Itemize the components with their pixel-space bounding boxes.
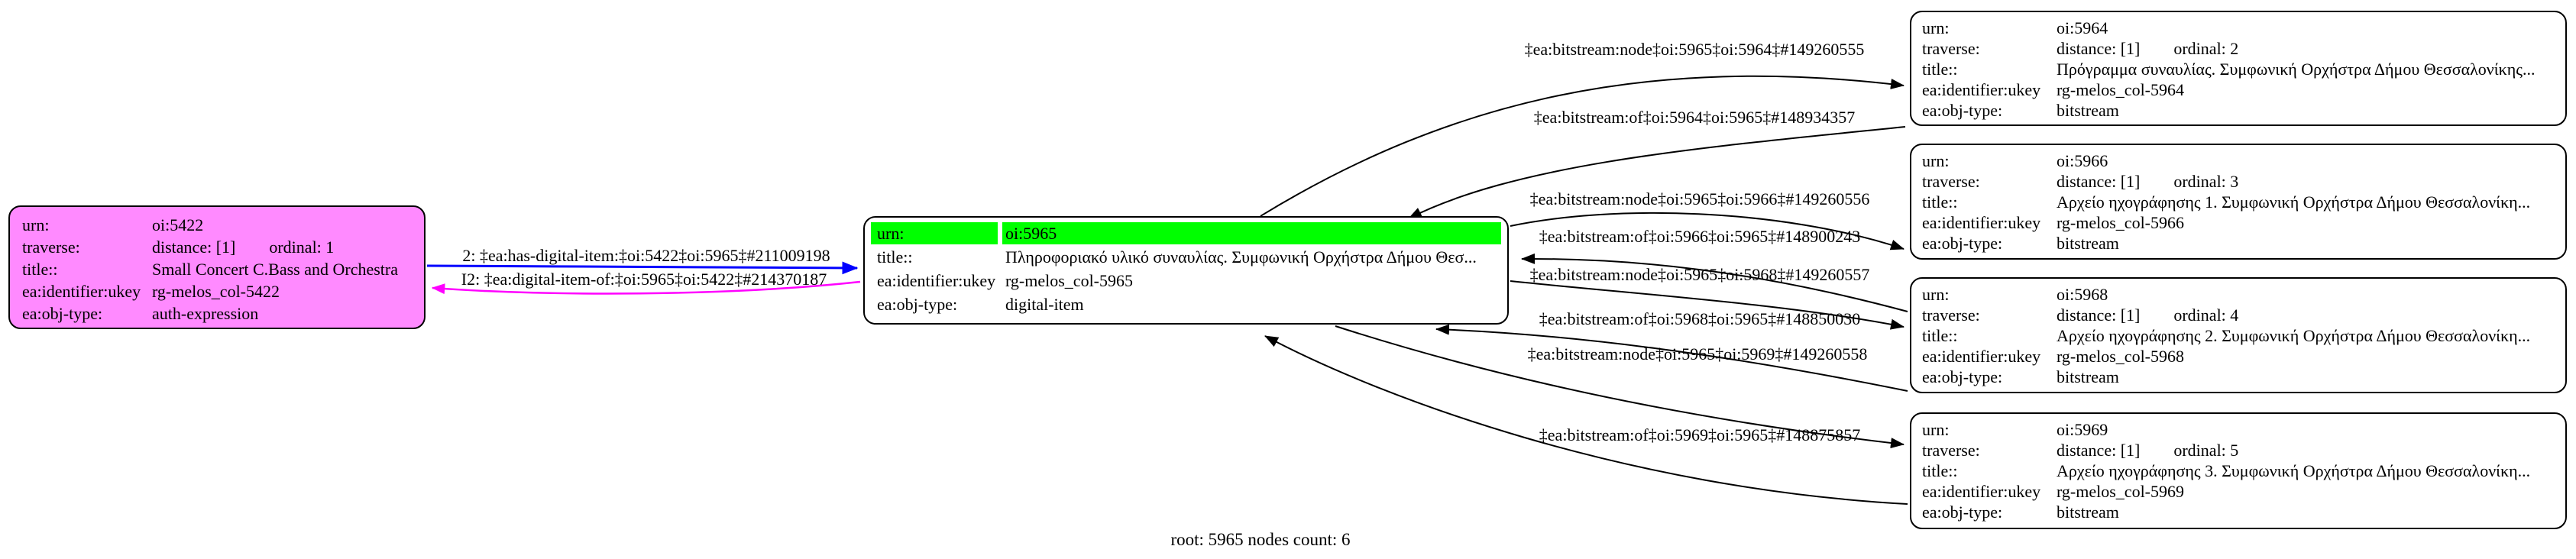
field-value: distance: [1] xyxy=(152,237,236,257)
field-value: bitstream xyxy=(2057,100,2119,120)
field-label: traverse: xyxy=(22,237,80,257)
field-value: distance: [1] xyxy=(2057,305,2141,325)
edge-bitstream-of-5964 xyxy=(1408,126,1906,219)
field-value: auth-expression xyxy=(152,303,259,323)
field-label: ea:obj-type: xyxy=(22,303,103,323)
field-value: rg-melos_col-5422 xyxy=(152,281,280,301)
field-label: ea:identifier:ukey xyxy=(1922,79,2041,99)
field-value: rg-melos_col-5966 xyxy=(2057,212,2185,232)
field-label: title:: xyxy=(1922,59,1958,79)
root-highlight-row: urn:oi:5965 xyxy=(871,221,1501,245)
field-label: urn: xyxy=(1922,419,1950,439)
edge-label-bitstream-of-5966: ‡ea:bitstream:of‡oi:5966‡oi:5965‡#148900… xyxy=(1539,227,1861,246)
edge-bitstream-of-5968 xyxy=(1435,324,1908,392)
node-oi-5969[interactable]: urn: oi:5969 traverse: distance: [1] ordina… xyxy=(1910,412,2567,529)
field-value: rg-melos_col-5965 xyxy=(1005,270,1134,290)
field-value: oi:5969 xyxy=(2057,419,2108,439)
field-label: ea:identifier:ukey xyxy=(22,281,141,301)
field-value: ordinal: 1 xyxy=(269,237,335,257)
field-label: ea:obj-type: xyxy=(1922,502,2003,522)
field-value: oi:5422 xyxy=(152,215,204,234)
edge-label-bitstream-node-5966: ‡ea:bitstream:node‡oi:5965‡oi:5966‡#1492… xyxy=(1529,189,1870,208)
field-label: title:: xyxy=(1922,460,1958,480)
field-label: title:: xyxy=(877,247,913,267)
field-value: bitstream xyxy=(2057,502,2119,522)
field-label: ea:identifier:ukey xyxy=(1922,481,2041,501)
field-value: bitstream xyxy=(2057,367,2119,386)
field-label: title:: xyxy=(22,259,58,279)
field-value: oi:5968 xyxy=(2057,284,2108,304)
field-value: ordinal: 3 xyxy=(2173,171,2239,191)
field-label: traverse: xyxy=(1922,440,1980,460)
field-label: traverse: xyxy=(1922,38,1980,58)
field-value: distance: [1] xyxy=(2057,171,2141,191)
field-label: urn: xyxy=(1922,18,1950,37)
field-value: Αρχείο ηχογράφησης 3. Συμφωνική Ορχήστρα… xyxy=(2057,460,2531,480)
edge-bitstream-node-5966 xyxy=(1510,212,1904,250)
node-oi-5964[interactable]: urn: oi:5964 traverse: distance: [1] ordina… xyxy=(1910,11,2567,126)
edge-label-bitstream-of-5964: ‡ea:bitstream:of‡oi:5964‡oi:5965‡#148934… xyxy=(1533,108,1856,127)
edge-label-has-digital-item: 2: ‡ea:has-digital-item:‡oi:5422‡oi:5965… xyxy=(462,246,830,265)
field-value: bitstream xyxy=(2057,233,2119,253)
edge-bitstream-node-5968 xyxy=(1510,280,1904,330)
field-value: distance: [1] xyxy=(2057,38,2141,58)
field-label: ea:obj-type: xyxy=(1922,367,2003,386)
field-label: traverse: xyxy=(1922,171,1980,191)
field-value: ordinal: 5 xyxy=(2173,440,2239,460)
field-label: urn: xyxy=(871,222,998,244)
field-value: rg-melos_col-5968 xyxy=(2057,346,2185,366)
field-label: ea:obj-type: xyxy=(1922,233,2003,253)
edge-label-bitstream-of-5969: ‡ea:bitstream:of‡oi:5969‡oi:5965‡#148875… xyxy=(1539,425,1861,444)
field-value: Small Concert C.Bass and Orchestra xyxy=(152,259,398,279)
field-value: oi:5966 xyxy=(2057,150,2108,170)
field-value: Αρχείο ηχογράφησης 2. Συμφωνική Ορχήστρα… xyxy=(2057,325,2531,345)
graph-caption: root: 5965 nodes count: 6 xyxy=(1170,530,1351,549)
field-value: distance: [1] xyxy=(2057,440,2141,460)
field-label: ea:identifier:ukey xyxy=(1922,346,2041,366)
field-value: oi:5964 xyxy=(2057,18,2108,37)
field-label: ea:identifier:ukey xyxy=(877,270,996,290)
field-label: traverse: xyxy=(1922,305,1980,325)
field-label: ea:obj-type: xyxy=(1922,100,2003,120)
edge-has-digital-item xyxy=(426,261,859,275)
field-label: title:: xyxy=(1922,325,1958,345)
field-value: rg-melos_col-5964 xyxy=(2057,79,2185,99)
edge-label-digital-item-of: I2: ‡ea:digital-item-of:‡oi:5965‡oi:5422… xyxy=(461,270,827,289)
field-label: urn: xyxy=(1922,284,1950,304)
field-value: ordinal: 2 xyxy=(2173,38,2239,58)
field-label: ea:identifier:ukey xyxy=(1922,212,2041,232)
edge-bitstream-node-5969 xyxy=(1335,325,1904,449)
edge-label-bitstream-node-5969: ‡ea:bitstream:node‡oi:5965‡oi:5969‡#1492… xyxy=(1527,344,1868,364)
node-oi-5966[interactable]: urn: oi:5966 traverse: distance: [1] ordina… xyxy=(1910,144,2567,260)
edge-bitstream-node-5964 xyxy=(1260,75,1904,217)
field-value: ordinal: 4 xyxy=(2173,305,2239,325)
field-label: title:: xyxy=(1922,192,1958,212)
node-oi-5422[interactable]: urn: oi:5422 traverse: distance: [1] ordina… xyxy=(8,205,426,329)
field-label: urn: xyxy=(22,215,50,234)
field-value: digital-item xyxy=(1005,294,1084,314)
field-value: rg-melos_col-5969 xyxy=(2057,481,2185,501)
edge-label-bitstream-node-5964: ‡ea:bitstream:node‡oi:5965‡oi:5964‡#1492… xyxy=(1524,40,1865,59)
field-label: ea:obj-type: xyxy=(877,294,958,314)
field-value: Αρχείο ηχογράφησης 1. Συμφωνική Ορχήστρα… xyxy=(2057,192,2531,212)
field-value: Πρόγραμμα συναυλίας. Συμφωνική Ορχήστρα … xyxy=(2057,59,2536,79)
edge-label-bitstream-node-5968: ‡ea:bitstream:node‡oi:5965‡oi:5968‡#1492… xyxy=(1529,265,1870,284)
edge-bitstream-of-5969 xyxy=(1264,335,1908,505)
node-oi-5968[interactable]: urn: oi:5968 traverse: distance: [1] ordina… xyxy=(1910,277,2567,393)
edge-label-bitstream-of-5968: ‡ea:bitstream:of‡oi:5968‡oi:5965‡#148850… xyxy=(1539,309,1861,328)
field-label: urn: xyxy=(1922,150,1950,170)
edge-digital-item-of xyxy=(431,280,861,295)
node-oi-5965[interactable]: urn:oi:5965 title::Πληροφοριακό υλικό συ… xyxy=(863,216,1509,325)
edge-bitstream-of-5966 xyxy=(1521,253,1908,312)
field-value: Πληροφοριακό υλικό συναυλίας. Συμφωνική … xyxy=(1005,247,1477,267)
field-value: oi:5965 xyxy=(1002,222,1501,244)
